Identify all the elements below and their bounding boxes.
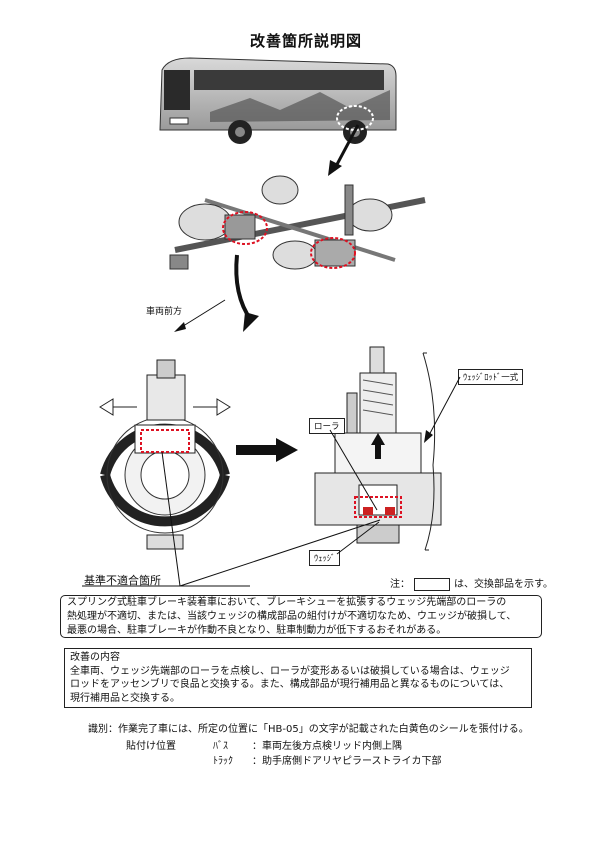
arrow-to-detail <box>236 438 298 462</box>
bus-illustration <box>159 57 397 144</box>
legend-suffix: は、交換部品を示す。 <box>454 579 553 590</box>
defect-line: 熱処理が不適切、または、当該ウェッジの構成部品の組付けが不適切なため、ウエッジが… <box>67 611 517 623</box>
arrow-to-axle <box>328 124 360 176</box>
improvement-panel: 改善の内容 全車両、ウェッジ先端部のローラを点検し、ローラが変形あるいは破損して… <box>64 648 532 708</box>
axle-assembly-illustration <box>169 175 426 270</box>
roller-leader <box>329 429 378 511</box>
improvement-heading: 改善の内容 <box>70 652 120 663</box>
wedge-rod-leader <box>424 376 461 443</box>
vehicle-front-label: 車両前方 <box>146 307 183 317</box>
defect-line: 最悪の場合、駐車ブレーキが作動不良となり、駐車制動力が低下するおそれがある。 <box>67 625 447 637</box>
legend: 注： は、交換部品を示す。 <box>390 575 553 591</box>
brake-drum-illustration <box>99 359 231 550</box>
legend-swatch <box>414 577 450 591</box>
wedge-leader <box>336 521 380 555</box>
bus-position: ：車両左後方点検リッド内側上隅 <box>252 741 402 752</box>
truck-label: ﾄﾗｯｸ <box>213 756 233 767</box>
defect-description: スプリング式駐車ブレーキ装着車において、ブレーキシューを拡張するウェッジ先端部の… <box>60 595 542 638</box>
identification-line: 識別：作業完了車には、所定の位置に「HB-05」の文字が記載された白黄色のシール… <box>88 724 529 735</box>
wedge-rod-callout: ｳｪｯｼﾞﾛｯﾄﾞ一式 <box>458 369 524 385</box>
defect-line: スプリング式駐車ブレーキ装着車において、ブレーキシューを拡張するウェッジ先端部の… <box>67 597 507 608</box>
legend-prefix: 注： <box>390 579 410 590</box>
roller-callout: ローラ <box>309 418 345 434</box>
improvement-line: 全車両、ウェッジ先端部のローラを点検し、ローラが変形あるいは破損している場合は、… <box>70 665 510 677</box>
improvement-line: ロッドをアッセンブリで良品と交換する。また、構成部品が現行補用品と異なるものにつ… <box>70 679 510 690</box>
wedge-callout: ｳｪｯｼﾞ <box>309 550 341 566</box>
bus-label: ﾊﾞｽ <box>213 741 228 752</box>
arrow-to-brake <box>234 254 259 332</box>
page-title: 改善箇所説明図 <box>249 32 362 50</box>
wedge-assembly-illustration <box>314 346 442 551</box>
nonconformity-label: 基準不適合箇所 <box>84 574 161 587</box>
truck-position: ：助手席側ドアリヤピラーストライカ下部 <box>252 756 442 767</box>
improvement-line: 現行補用品と交換する。 <box>70 692 180 704</box>
nonconformity-leaders <box>82 451 381 587</box>
vehicle-front-arrow <box>174 299 226 332</box>
position-label: 貼付け位置 <box>126 741 176 752</box>
